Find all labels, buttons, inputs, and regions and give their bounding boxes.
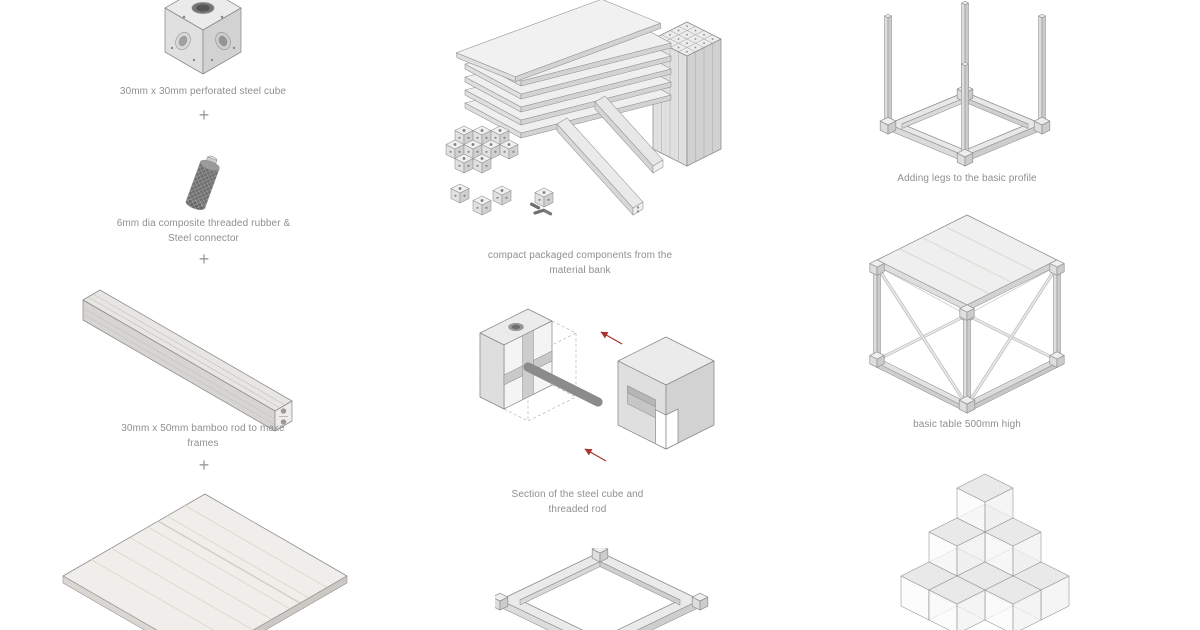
basic-table-drawing — [869, 214, 1065, 414]
sectioned-cube-left-half — [479, 308, 553, 410]
legs-caption: Adding legs to the basic profile — [897, 173, 1037, 184]
panel-drawing — [62, 493, 348, 630]
bamboo-rod-figure — [80, 278, 320, 436]
small-connectors — [530, 202, 553, 216]
stacked-modules-drawing — [900, 473, 1070, 630]
loose-rods — [556, 95, 664, 216]
steel-cube-drawing — [164, 0, 242, 75]
base-frame-drawing — [491, 544, 709, 630]
legs-drawing — [879, 1, 1051, 167]
legs-on-profile-figure — [868, 0, 1068, 168]
insertion-arrows — [584, 331, 623, 462]
plus-separator: + — [198, 249, 210, 269]
bamboo-rod-caption: 30mm x 50mm bamboo rod to make frames — [121, 423, 285, 449]
base-frame-figure — [491, 544, 710, 630]
steel-cube-caption: 30mm x 30mm perforated steel cube — [119, 86, 287, 97]
stacked-modules-figure — [890, 472, 1080, 630]
section-caption: Section of the steel cube and threaded r… — [511, 489, 644, 515]
basic-table-figure — [865, 208, 1070, 420]
connector-drawing — [185, 155, 220, 211]
table-top-panel-figure — [55, 486, 355, 630]
section-drawing — [479, 308, 715, 462]
notched-cube-right-half — [617, 336, 715, 450]
connector-caption: 6mm dia composite threaded rubber & Stee… — [116, 218, 291, 244]
threaded-rod — [523, 362, 603, 407]
plus-separator: + — [198, 455, 210, 475]
perforated-steel-cube-figure — [158, 0, 248, 78]
package-caption: compact packaged components from the mat… — [487, 250, 673, 276]
bamboo-rod-drawing — [82, 289, 293, 432]
sheet-stack — [456, 0, 672, 139]
packaged-components-figure — [435, 0, 735, 245]
package-drawing — [445, 0, 722, 216]
section-figure — [470, 303, 750, 481]
threaded-connector-figure — [177, 152, 229, 216]
basic-table-caption: basic table 500mm high — [913, 419, 1021, 430]
plus-separator: + — [198, 105, 210, 125]
mini-cube-cluster — [445, 125, 554, 216]
